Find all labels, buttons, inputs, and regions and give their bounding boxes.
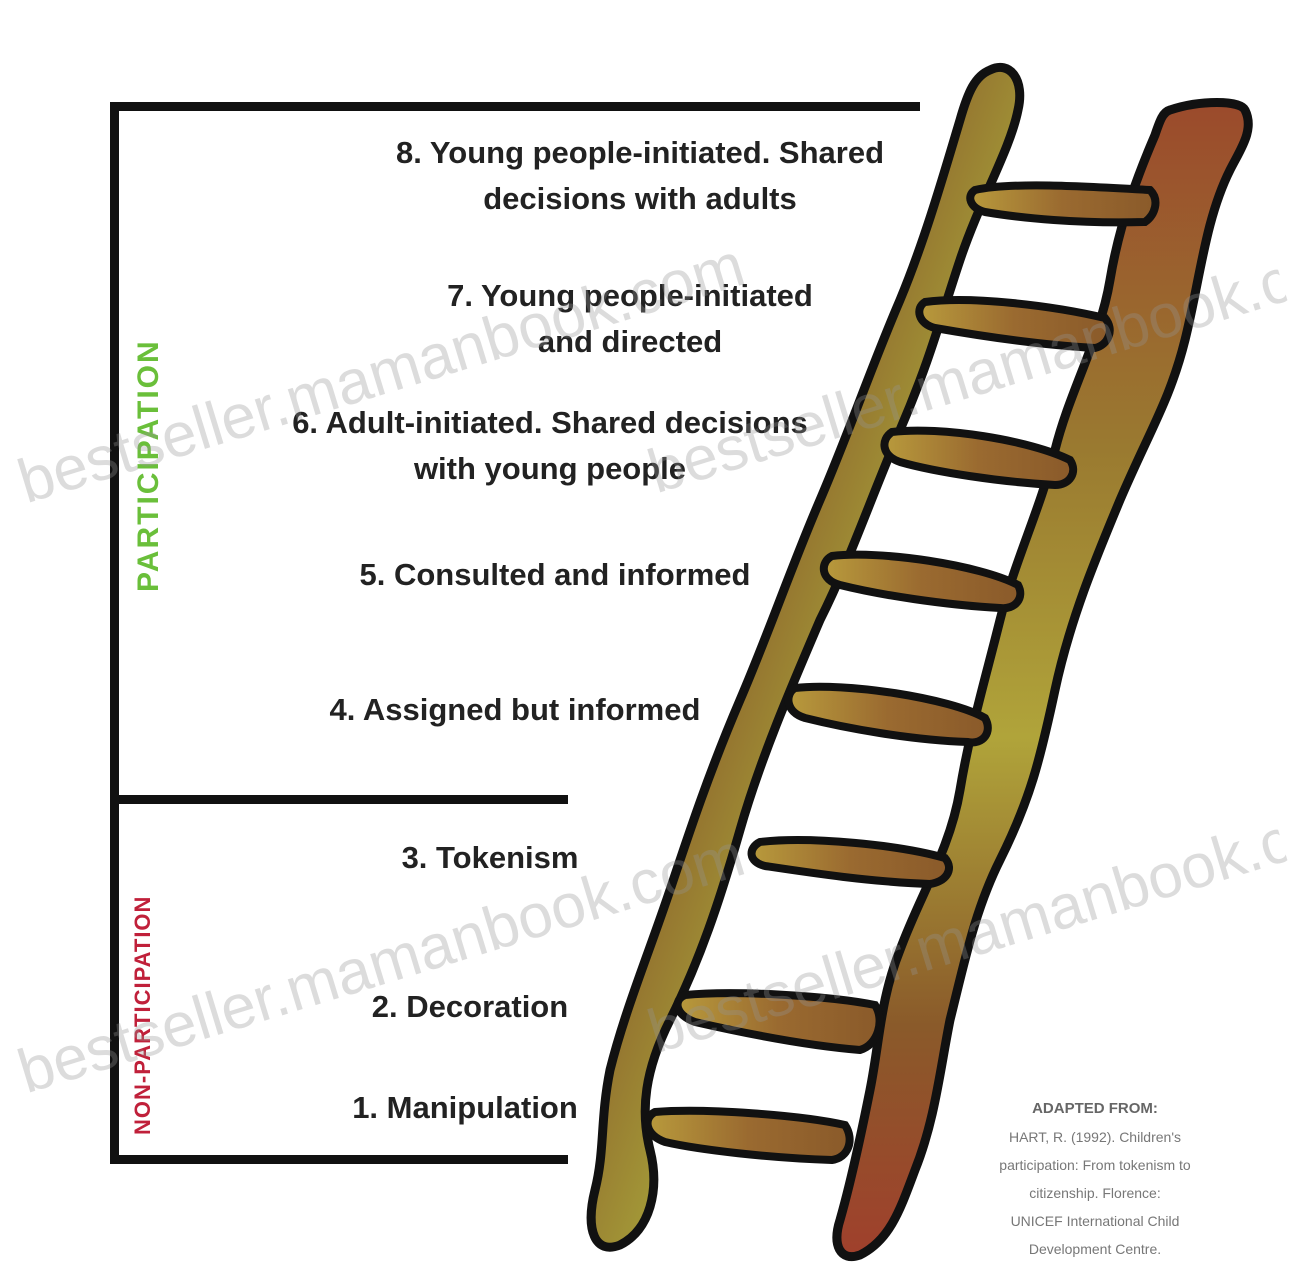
ladder-rung-8 [970,185,1155,222]
rung-label-6-line-2: with young people [250,446,850,492]
participation-label: PARTICIPATION [132,339,166,592]
source-credit-line: Development Centre. [940,1235,1250,1263]
source-credit-line: citizenship. Florence: [940,1179,1250,1207]
ladder-rung-4 [788,687,987,743]
rung-label-4: 4. Assigned but informed [270,687,760,733]
ladder-left-rail [591,67,1020,1247]
rung-label-6: 6. Adult-initiated. Shared decisions wit… [250,400,850,492]
source-credit-line: participation: From tokenism to [940,1151,1250,1179]
rung-label-2-line-1: 2. Decoration [340,984,600,1030]
rung-label-3: 3. Tokenism [380,835,600,881]
source-credit-line: HART, R. (1992). Children's [940,1123,1250,1151]
bracket-divider-line [110,795,568,804]
ladder-rung-6 [884,431,1073,485]
bracket-top-line [110,102,920,111]
bracket-left-line [110,102,119,1164]
rung-label-7-line-2: and directed [380,319,880,365]
ladder-right-rail [837,103,1248,1257]
ladder-rung-7 [919,300,1109,348]
rung-label-6-line-1: 6. Adult-initiated. Shared decisions [250,400,850,446]
ladder-rung-3 [752,840,949,884]
ladder-rung-5 [824,555,1020,609]
source-credit-title: ADAPTED FROM: [940,1095,1250,1123]
rung-label-4-line-1: 4. Assigned but informed [270,687,760,733]
rung-label-2: 2. Decoration [340,984,600,1030]
ladder-rung-1 [648,1111,850,1160]
rung-label-8-line-1: 8. Young people-initiated. Shared [360,130,920,176]
rung-label-1-line-1: 1. Manipulation [320,1085,610,1131]
bracket-bottom-line [110,1155,568,1164]
rung-label-5-line-1: 5. Consulted and informed [300,552,810,598]
rung-label-8: 8. Young people-initiated. Shared decisi… [360,130,920,222]
rung-label-5: 5. Consulted and informed [300,552,810,598]
rung-label-3-line-1: 3. Tokenism [380,835,600,881]
rung-label-7: 7. Young people-initiated and directed [380,273,880,365]
ladder-rung-2 [678,993,880,1050]
rung-label-7-line-1: 7. Young people-initiated [380,273,880,319]
rung-label-8-line-2: decisions with adults [360,176,920,222]
non-participation-label: NON-PARTICIPATION [130,896,156,1135]
source-credit: ADAPTED FROM: HART, R. (1992). Children'… [940,1095,1250,1263]
source-credit-line: UNICEF International Child [940,1207,1250,1235]
rung-label-1: 1. Manipulation [320,1085,610,1131]
